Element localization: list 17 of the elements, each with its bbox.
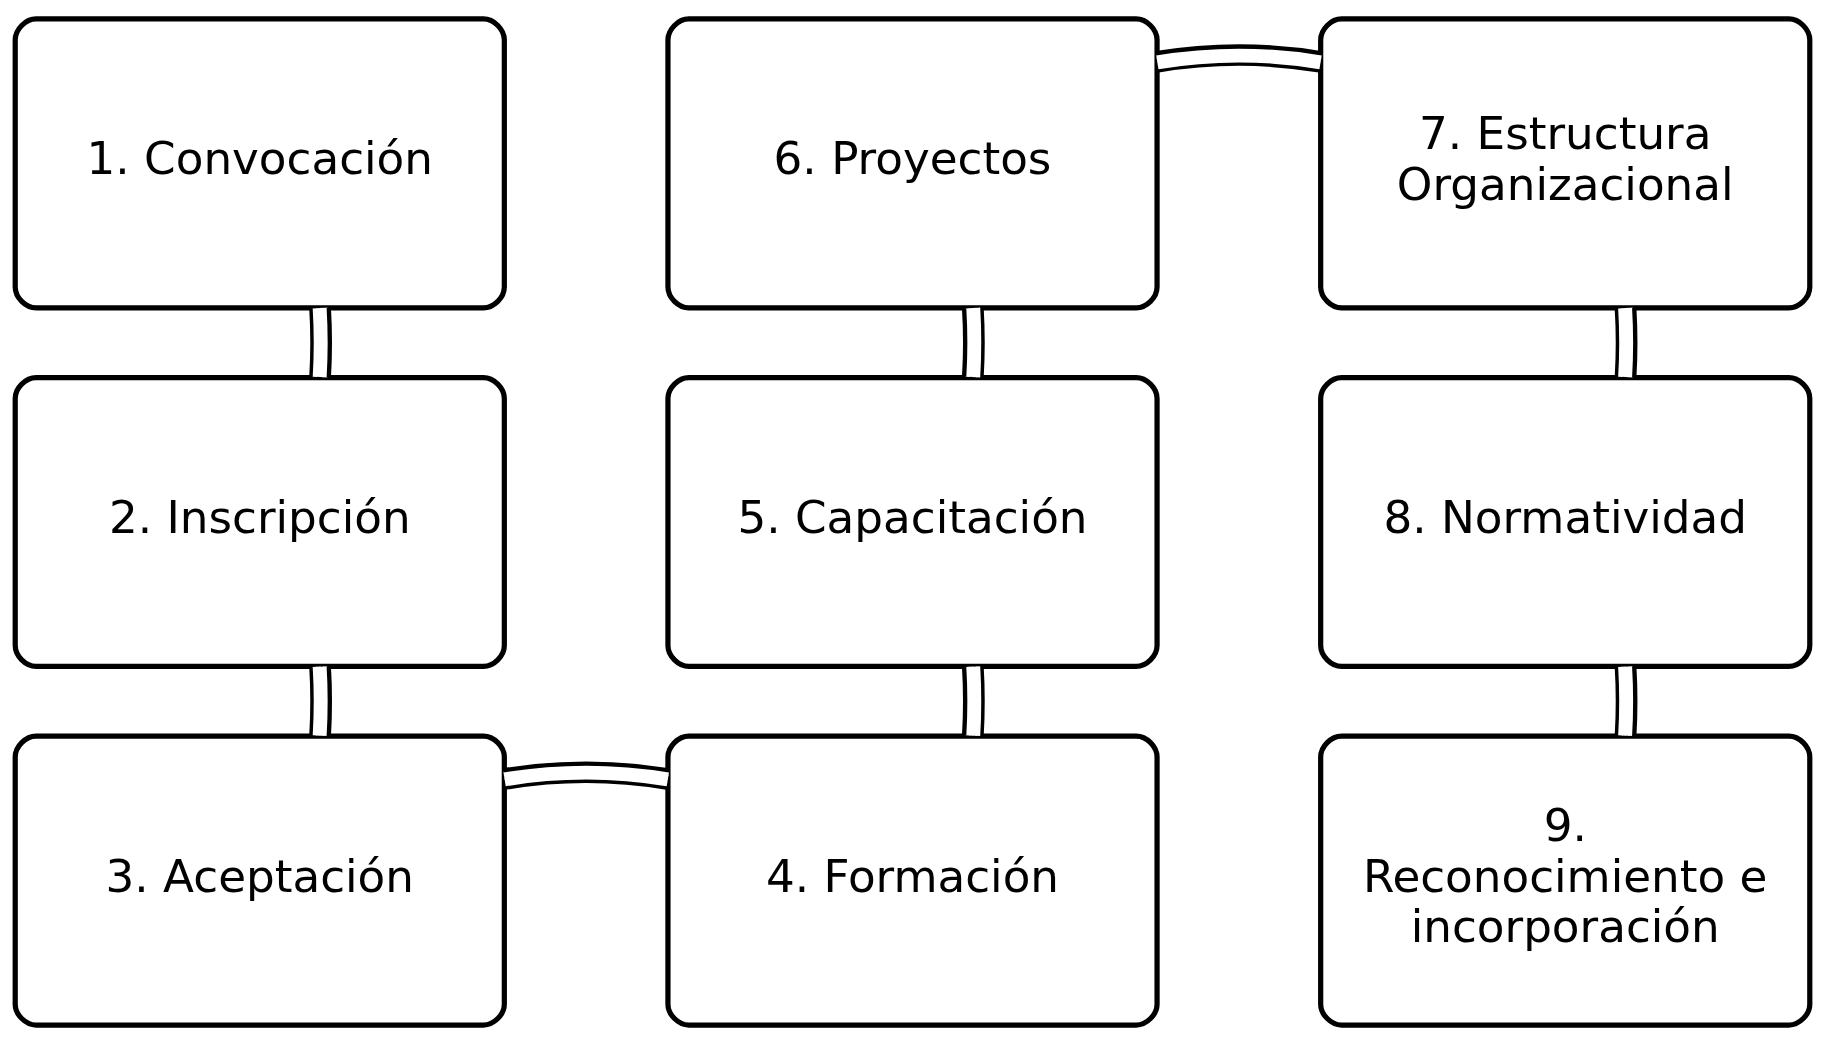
node-box: 9. Reconocimiento e incorporación [1318,733,1813,1028]
connector [309,307,332,378]
connector [502,761,670,790]
connector [309,666,332,737]
node-box: 7. Estructura Organizacional [1318,16,1813,311]
node-box: 1. Convocación [12,16,507,311]
node-box: 3. Aceptación [12,733,507,1028]
node-box: 6. Proyectos [665,16,1160,311]
node-box: 4. Formación [665,733,1160,1028]
connector [1614,666,1638,737]
connector [1614,307,1638,378]
node-box: 2. Inscripción [12,374,507,670]
node-box: 5. Capacitación [665,374,1160,670]
connector [1155,44,1323,73]
node-box: 8. Normatividad [1318,374,1813,670]
connector [961,666,985,737]
connector [961,307,985,378]
